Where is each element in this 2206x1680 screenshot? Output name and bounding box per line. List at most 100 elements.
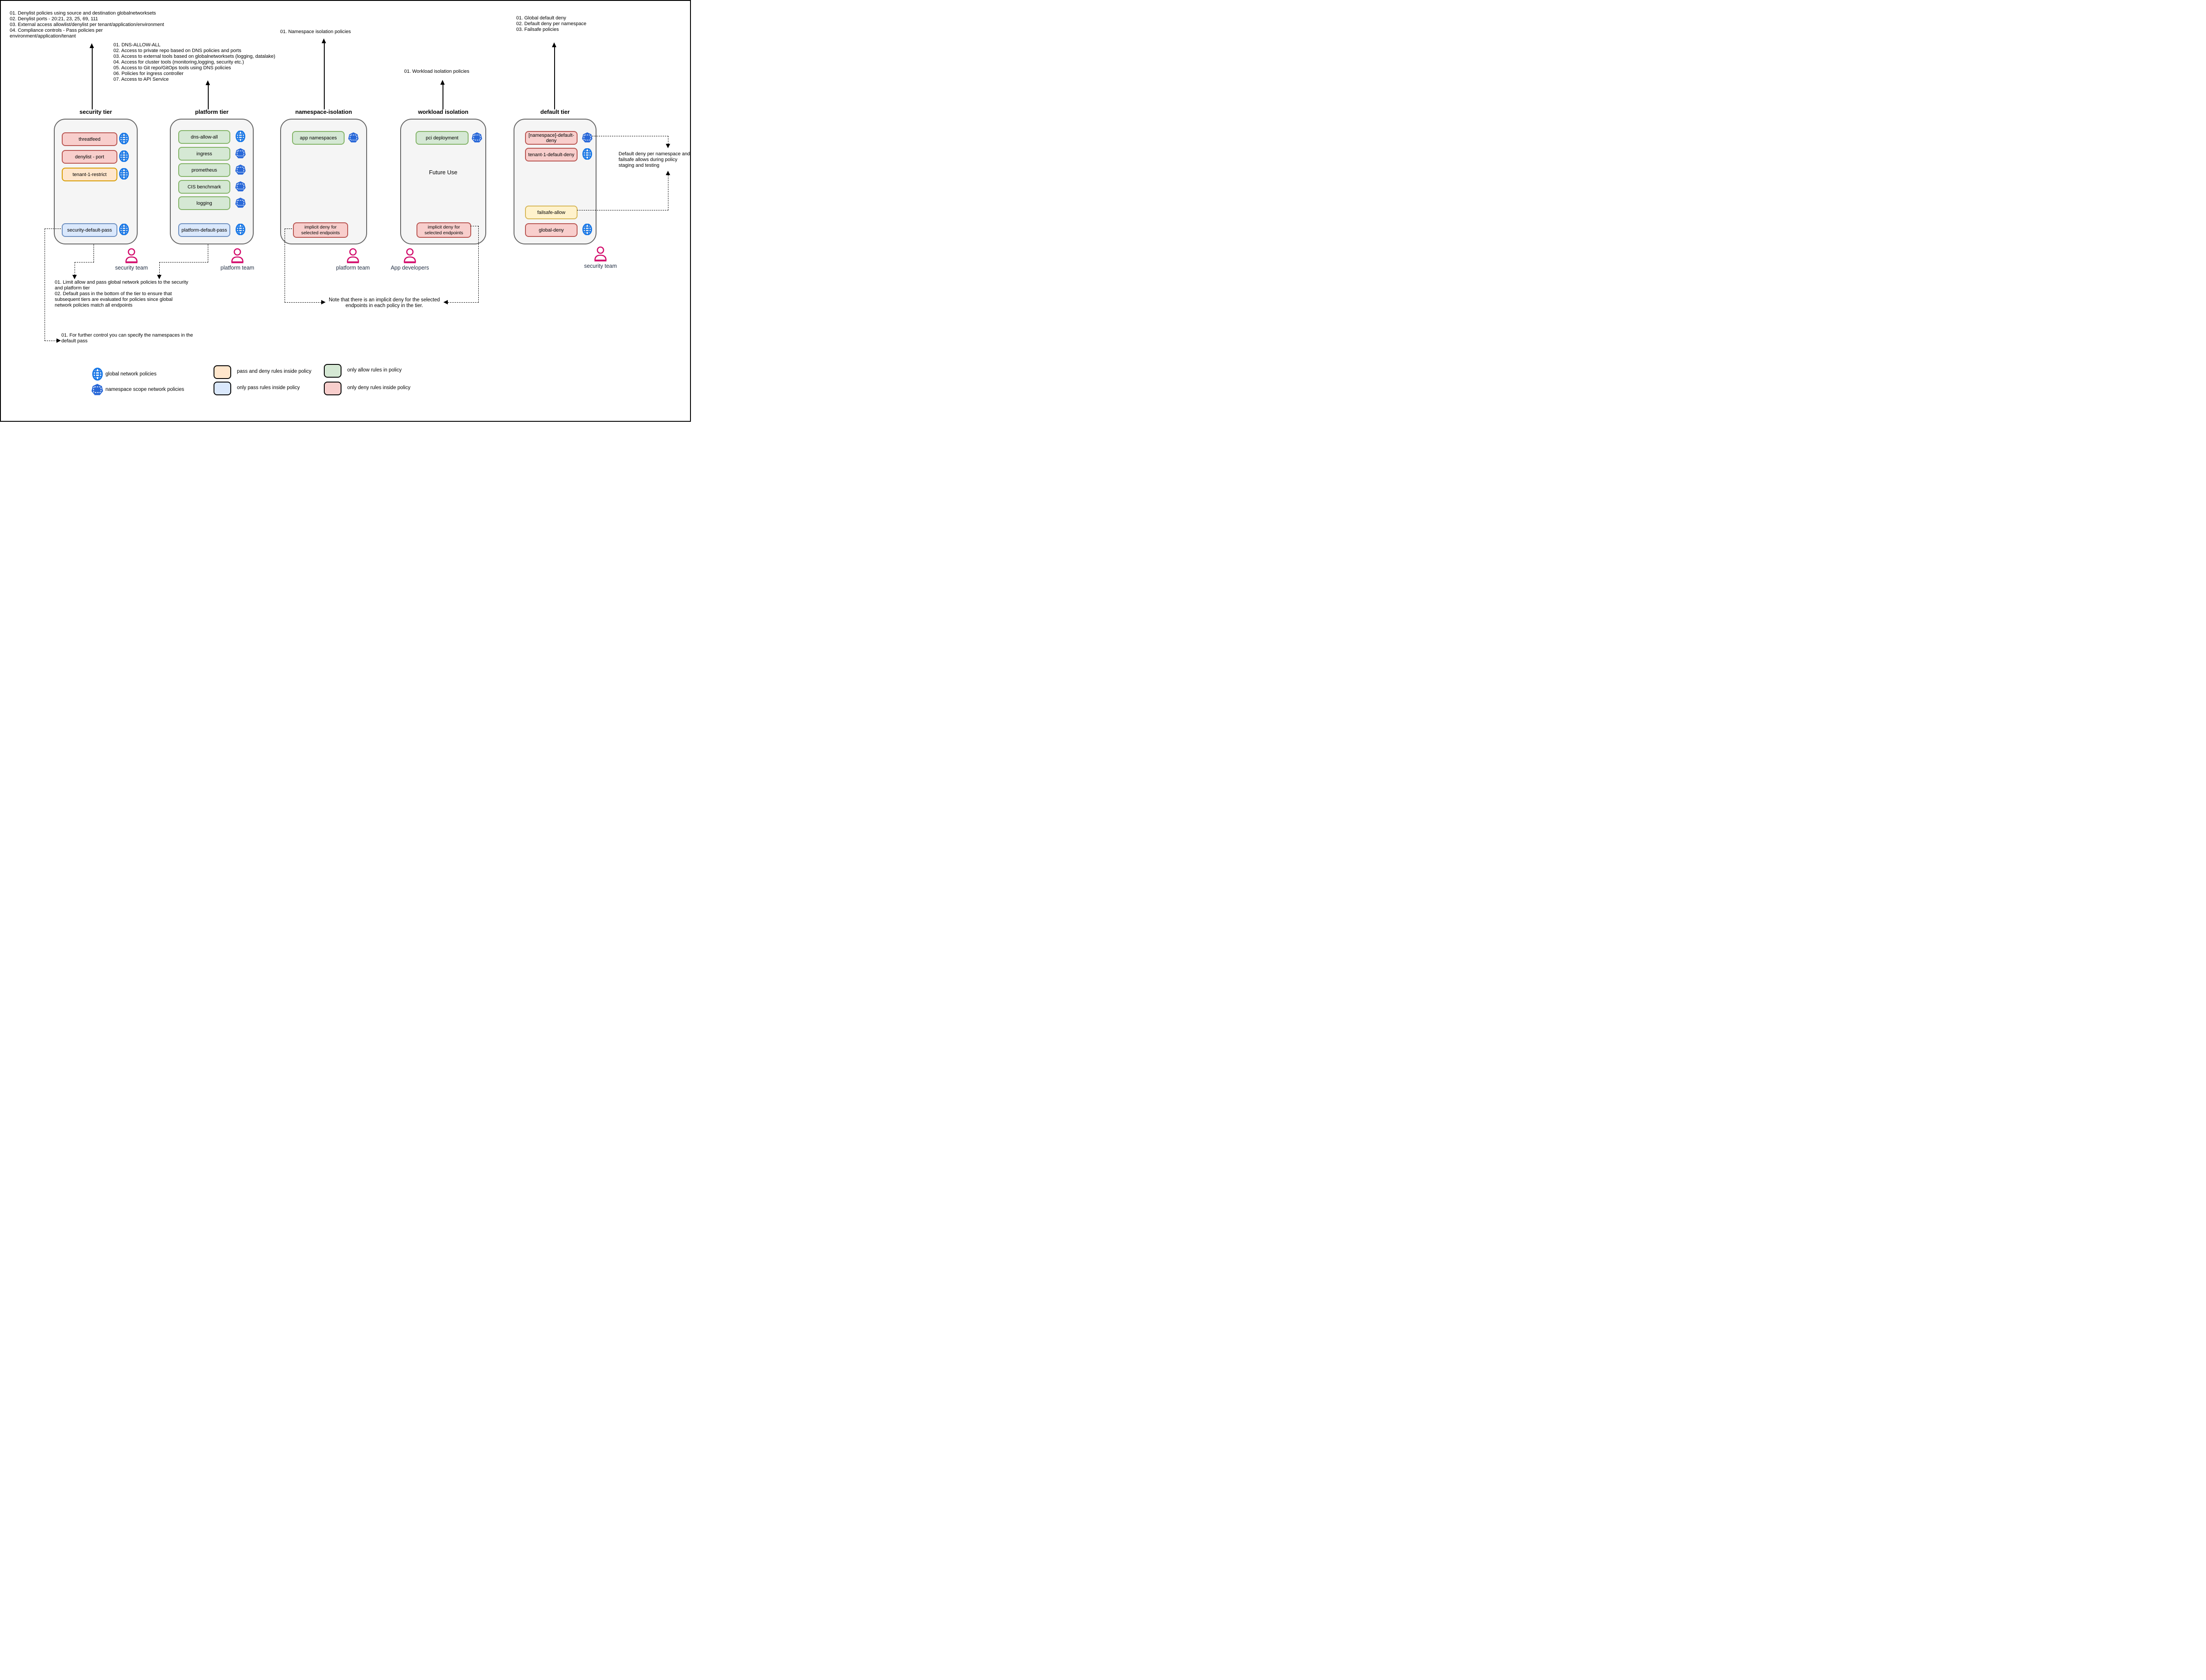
note-line: endpoints in each policy in the tier. (345, 303, 423, 308)
note-line: 04. Compliance controls - Pass policies … (10, 28, 103, 33)
team-label-security: security team (115, 265, 148, 271)
policy-tenant-1-default-deny: tenant-1-default-deny (525, 148, 578, 161)
person-icon (124, 248, 139, 263)
team-label-platform: platform team (220, 265, 255, 271)
tier-platform: dns-allow-all ingress prometheus CIS ben… (170, 119, 254, 244)
note-line: 03. Access to external tools based on gl… (113, 54, 275, 59)
note-line: network policies match all endpoints (55, 303, 133, 308)
dashed-connector (448, 302, 479, 303)
namespaces-note: 01. For further control you can specify … (61, 333, 193, 344)
note-line: and platform tier (55, 285, 90, 291)
note-line: subsequent tiers are evaluated for polic… (55, 297, 173, 302)
tier-workload-isolation: pci deployment Future Use implicit deny … (400, 119, 486, 244)
future-use-label: Future Use (429, 169, 458, 176)
global-policy-icon (119, 224, 129, 235)
note-line: Default deny per namespace and (619, 151, 690, 157)
arrow-right-icon (56, 338, 61, 343)
default-tier-notes: 01. Global default deny 02. Default deny… (516, 15, 586, 33)
legend-swatch-only-allow (324, 364, 341, 378)
arrow-up-icon (206, 80, 210, 85)
global-policy-icon (119, 133, 129, 144)
team-label-security-2: security team (584, 263, 617, 269)
policy-platform-default-pass: platform-default-pass (178, 223, 230, 237)
note-line: Note that there is an implicit deny for … (329, 297, 440, 303)
tier-security: threatfeed denylist - port tenant-1-rest… (54, 119, 138, 244)
arrow-up-icon (440, 80, 445, 85)
arrow-left-icon (443, 300, 448, 304)
security-tier-notes: 01. Denylist policies using source and d… (10, 11, 164, 39)
namespace-policy-icon (235, 198, 246, 208)
note-line: 07. Access to API Service (113, 77, 169, 82)
legend-only-deny-rules: only deny rules inside policy (347, 385, 411, 390)
policy-denylist-port: denylist - port (62, 150, 117, 164)
policy-prometheus: prometheus (178, 163, 230, 177)
global-policy-icon (582, 224, 593, 235)
global-policy-icon (582, 148, 593, 160)
arrow-up-icon (322, 38, 326, 43)
policy-implicit-deny-workload: implicit deny for selected endpoints (416, 222, 471, 238)
tier-title-namespace-isolation: namespace-isolation (295, 109, 352, 115)
arrow-down-icon (666, 144, 670, 148)
team-label-app-developers: App developers (390, 265, 429, 271)
global-policy-icon (119, 150, 129, 162)
namespace-policy-icon (91, 384, 104, 395)
arrow-line-namespace (324, 43, 325, 109)
policy-dns-allow-all: dns-allow-all (178, 130, 230, 144)
namespace-policy-icon (582, 132, 593, 142)
default-deny-note: Default deny per namespace and failsafe … (619, 151, 690, 169)
legend-only-pass-rules: only pass rules inside policy (237, 385, 300, 390)
workload-tier-note: 01. Workload isolation policies (404, 69, 469, 74)
person-icon (346, 248, 360, 263)
platform-tier-notes: 01. DNS-ALLOW-ALL 02. Access to private … (113, 42, 275, 82)
tier-default: [namespace]-default-deny tenant-1-defaul… (514, 119, 597, 244)
note-line: 04. Access for cluster tools (monitoring… (113, 60, 244, 65)
namespace-tier-note: 01. Namespace isolation policies (280, 29, 351, 34)
policy-implicit-deny-namespace: implicit deny for selected endpoints (293, 222, 348, 238)
namespace-policy-icon (235, 181, 246, 191)
dashed-connector (285, 302, 322, 303)
namespace-policy-icon (235, 165, 246, 175)
policy-pci-deployment: pci deployment (416, 131, 469, 145)
arrow-line-platform (208, 85, 209, 109)
note-line: 01. Limit allow and pass global network … (55, 280, 188, 285)
note-line: environment/application/tenant (10, 34, 76, 39)
arrow-down-icon (72, 275, 77, 279)
policy-ingress: ingress (178, 147, 230, 161)
namespace-policy-icon (235, 148, 246, 158)
note-line: 01. Global default deny (516, 15, 567, 21)
policy-failsafe-allow: failsafe-allow (525, 206, 578, 219)
tier-title-workload-isolation: workload isolation (418, 109, 469, 115)
tier-title-security: security tier (79, 109, 112, 115)
policy-threatfeed: threatfeed (62, 132, 117, 146)
note-line: 06. Policies for ingress controller (113, 71, 184, 76)
legend-pass-and-deny-rules: pass and deny rules inside policy (237, 369, 311, 374)
namespace-policy-icon (471, 132, 483, 142)
policy-global-deny: global-deny (525, 223, 578, 237)
note-line: 01. DNS-ALLOW-ALL (113, 42, 161, 48)
legend-swatch-pass-deny (214, 365, 231, 379)
person-icon (593, 246, 608, 262)
implicit-deny-note: Note that there is an implicit deny for … (326, 297, 442, 309)
note-line: 01. Denylist policies using source and d… (10, 11, 156, 16)
legend-global-network-policies: global network policies (105, 371, 157, 377)
pass-note: 01. Limit allow and pass global network … (55, 280, 188, 308)
arrow-up-icon (552, 42, 556, 47)
arrow-right-icon (321, 300, 326, 304)
arrow-line-default (554, 47, 555, 109)
policy-cis-benchmark: CIS benchmark (178, 180, 230, 194)
global-policy-icon (235, 224, 246, 235)
global-policy-icon (92, 368, 103, 381)
arrow-line-security (92, 48, 93, 109)
policy-app-namespaces: app namespaces (292, 131, 345, 145)
arrow-up-icon (90, 43, 94, 48)
policy-logging: logging (178, 196, 230, 210)
legend-only-allow-rules: only allow rules in policy (347, 368, 402, 373)
namespace-policy-icon (348, 132, 359, 142)
tier-title-default: default tier (540, 109, 570, 115)
note-line: 03. External access allowlist/denylist p… (10, 22, 164, 27)
diagram-canvas: 01. Denylist policies using source and d… (0, 0, 691, 422)
global-policy-icon (235, 131, 246, 142)
dashed-connector (159, 262, 160, 275)
note-line: 02. Access to private repo based on DNS … (113, 48, 241, 53)
legend-swatch-only-pass (214, 382, 231, 395)
